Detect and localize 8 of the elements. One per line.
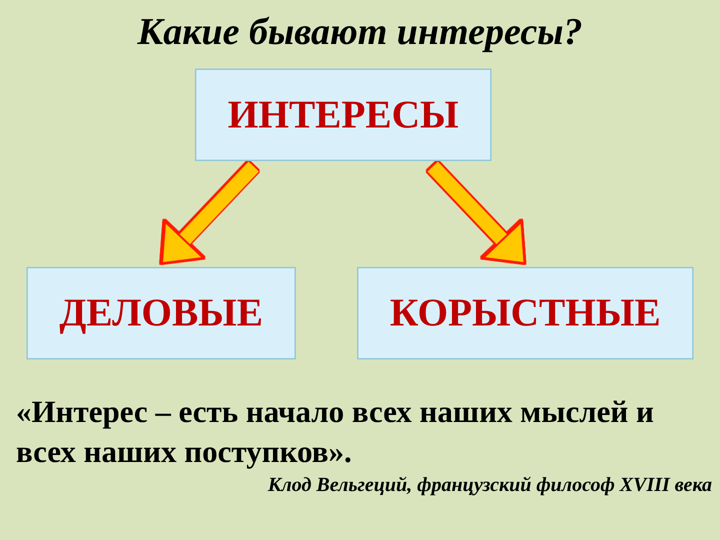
category-box: ИНТЕРЕСЫ [194, 68, 492, 162]
category-box: ДЕЛОВЫЕ [26, 266, 296, 360]
category-box: КОРЫСТНЫЕ [357, 266, 694, 360]
arrow [161, 162, 259, 264]
attribution-text: Клод Вельгеций, французский философ XVIII века [268, 474, 712, 497]
quote-text: «Интерес – есть начало всех наших мыслей и всех наших поступков». [16, 393, 655, 471]
arrow [428, 162, 526, 264]
title: Какие бывают интересы? [137, 11, 583, 53]
